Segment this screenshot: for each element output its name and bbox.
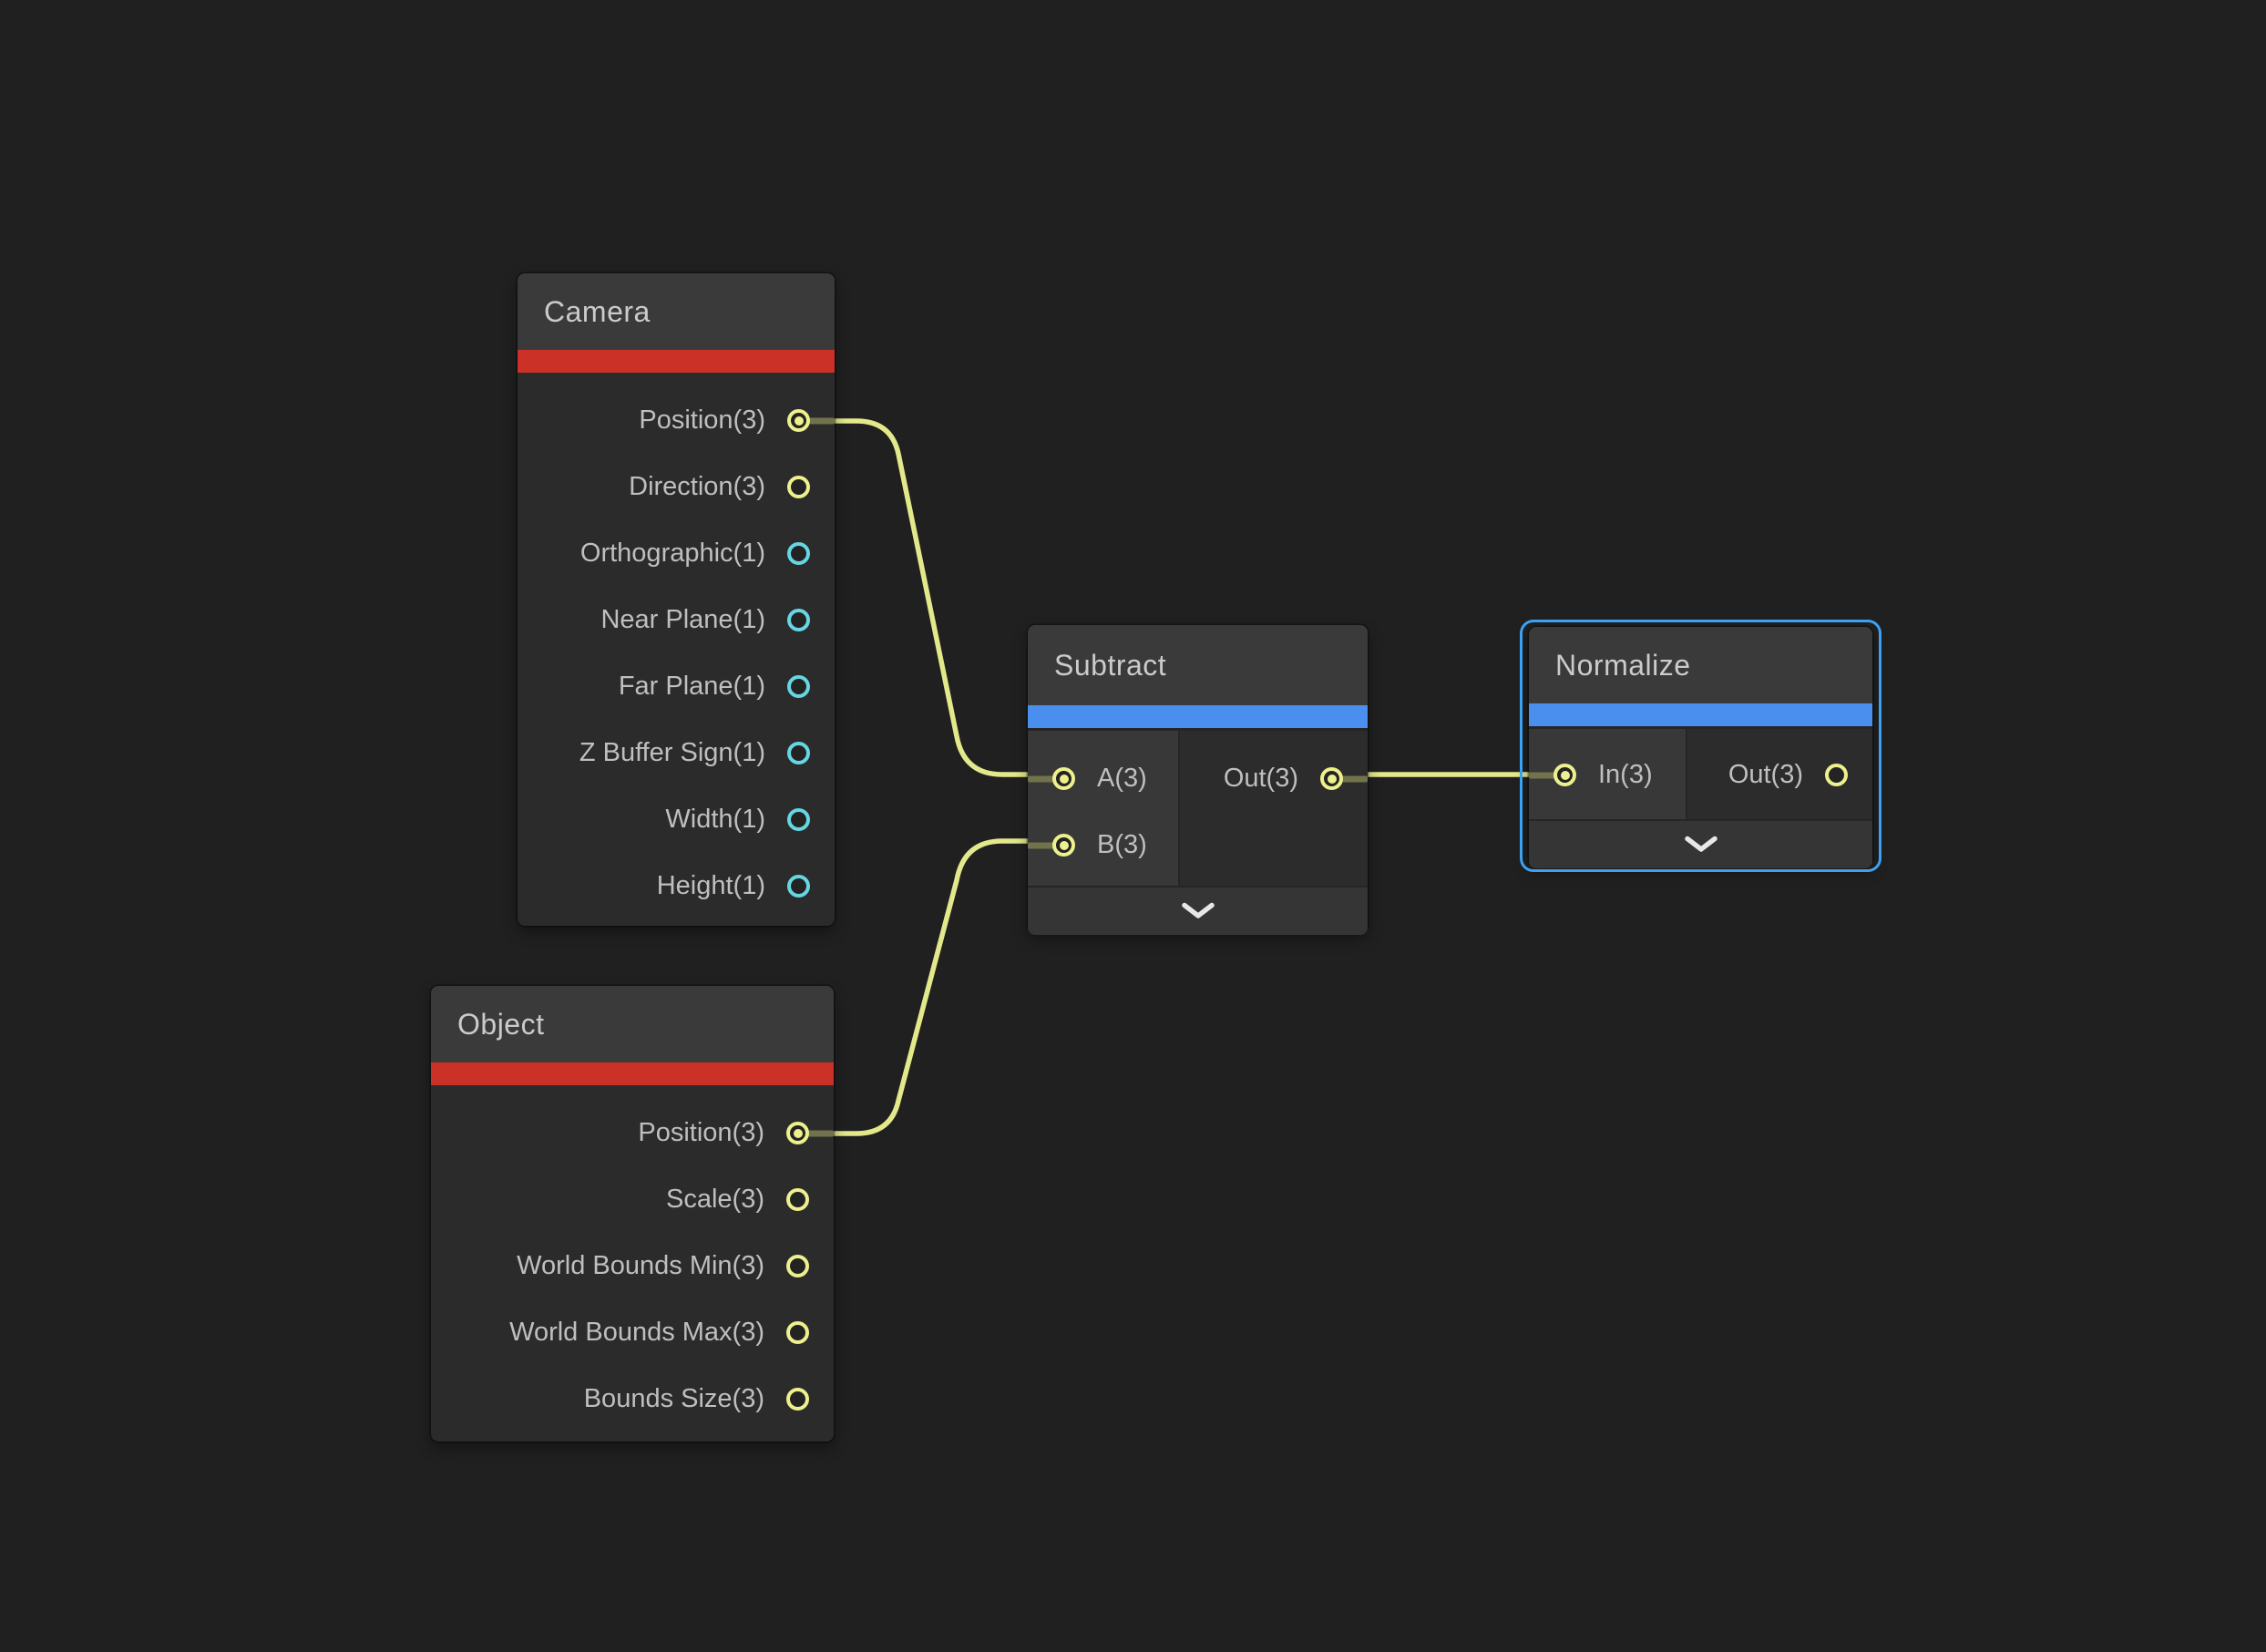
node-camera-title: Camera [544, 294, 651, 328]
node-normalize-accent-bar [1529, 703, 1872, 726]
port-subtract-out-output[interactable] [1320, 767, 1343, 790]
port-row: Position(3) [518, 387, 835, 454]
port-row: Position(3) [431, 1100, 834, 1166]
node-normalize-header[interactable]: Normalize [1529, 627, 1872, 703]
port-label: Orthographic(1) [579, 539, 765, 568]
port-object-world-bounds-max-output[interactable] [786, 1321, 809, 1344]
port-label: Far Plane(1) [618, 672, 765, 701]
edge-stub [1028, 842, 1059, 848]
port-row: A(3) [1028, 745, 1178, 812]
port-label: Height(1) [656, 871, 765, 900]
port-normalize-in-input[interactable] [1553, 764, 1576, 786]
port-row: Near Plane(1) [518, 587, 835, 653]
node-object-title: Object [457, 1007, 545, 1041]
port-row: World Bounds Max(3) [431, 1299, 834, 1366]
port-row: Height(1) [518, 853, 835, 919]
port-row: Bounds Size(3) [431, 1366, 834, 1432]
node-normalize[interactable]: Normalize In(3) Out(3) [1529, 627, 1872, 868]
port-row: Far Plane(1) [518, 653, 835, 720]
port-row: Direction(3) [518, 454, 835, 520]
port-object-bounds-size-output[interactable] [786, 1388, 809, 1411]
chevron-down-icon [1181, 902, 1215, 918]
port-row: Z Buffer Sign(1) [518, 720, 835, 786]
port-camera-height-output[interactable] [787, 875, 810, 898]
port-label: Z Buffer Sign(1) [579, 738, 765, 767]
port-label: World Bounds Max(3) [509, 1318, 764, 1347]
port-label: Position(3) [639, 405, 765, 435]
port-label: B(3) [1097, 830, 1147, 859]
port-label: A(3) [1097, 764, 1147, 793]
node-object-outputs: Position(3) Scale(3) World Bounds Min(3)… [431, 1085, 834, 1438]
edge-stub [804, 417, 835, 424]
preview-expand-button[interactable] [1028, 886, 1368, 935]
edge-camera-position-to-subtract-a[interactable] [795, 418, 1067, 777]
edge-stub [1529, 772, 1560, 778]
node-subtract-inputs: A(3) B(3) [1028, 731, 1180, 886]
port-object-position-output[interactable] [786, 1122, 809, 1144]
port-camera-orthographic-output[interactable] [787, 542, 810, 565]
node-subtract-title: Subtract [1054, 648, 1167, 682]
edge-stub [803, 1130, 834, 1136]
port-label: World Bounds Min(3) [517, 1251, 764, 1280]
port-camera-position-output[interactable] [787, 409, 810, 432]
port-row: Out(3) [1687, 742, 1872, 808]
node-subtract-outputs: Out(3) [1180, 731, 1368, 886]
port-subtract-a-input[interactable] [1052, 767, 1075, 790]
port-label: Scale(3) [666, 1185, 764, 1214]
node-camera-outputs: Position(3) Direction(3) Orthographic(1)… [518, 373, 835, 925]
port-camera-z-buffer-sign-output[interactable] [787, 742, 810, 764]
node-normalize-body: In(3) Out(3) [1529, 726, 1872, 819]
port-row: Orthographic(1) [518, 520, 835, 587]
port-object-scale-output[interactable] [786, 1188, 809, 1211]
port-label: Out(3) [1223, 764, 1298, 793]
port-object-world-bounds-min-output[interactable] [786, 1255, 809, 1277]
port-camera-width-output[interactable] [787, 808, 810, 831]
node-object-accent-bar [431, 1062, 834, 1085]
chevron-down-icon [1684, 836, 1717, 852]
port-row: Width(1) [518, 786, 835, 853]
port-row: World Bounds Min(3) [431, 1233, 834, 1299]
port-camera-near-plane-output[interactable] [787, 609, 810, 631]
node-subtract-header[interactable]: Subtract [1028, 625, 1368, 705]
port-label: Direction(3) [629, 472, 765, 501]
edge-object-position-to-subtract-b[interactable] [795, 838, 1067, 1136]
port-label: Near Plane(1) [600, 605, 765, 634]
node-normalize-title: Normalize [1555, 648, 1691, 682]
preview-expand-button[interactable] [1529, 819, 1872, 868]
node-normalize-outputs: Out(3) [1687, 729, 1872, 819]
port-row: Scale(3) [431, 1166, 834, 1233]
node-subtract[interactable]: Subtract A(3) B(3) Out(3) [1028, 625, 1368, 935]
edge-stub [1028, 775, 1059, 782]
port-camera-far-plane-output[interactable] [787, 675, 810, 698]
port-normalize-out-output[interactable] [1825, 764, 1848, 786]
node-camera-header[interactable]: Camera [518, 273, 835, 350]
port-subtract-b-input[interactable] [1052, 834, 1075, 857]
port-label: Out(3) [1728, 760, 1803, 789]
port-label: Width(1) [665, 805, 765, 834]
port-row: Out(3) [1180, 745, 1368, 812]
port-label: Bounds Size(3) [583, 1384, 764, 1413]
port-row: B(3) [1028, 812, 1178, 878]
node-object-header[interactable]: Object [431, 986, 834, 1062]
port-label: In(3) [1598, 760, 1653, 789]
port-label: Position(3) [638, 1118, 764, 1147]
edge-stub [1337, 775, 1368, 782]
node-camera-accent-bar [518, 350, 835, 373]
node-camera[interactable]: Camera Position(3) Direction(3) Orthogra… [518, 273, 835, 926]
node-subtract-accent-bar [1028, 705, 1368, 728]
port-camera-direction-output[interactable] [787, 476, 810, 498]
node-object[interactable]: Object Position(3) Scale(3) World Bounds… [431, 986, 834, 1442]
node-subtract-body: A(3) B(3) Out(3) [1028, 728, 1368, 886]
node-normalize-inputs: In(3) [1529, 729, 1687, 819]
port-row: In(3) [1529, 742, 1686, 808]
